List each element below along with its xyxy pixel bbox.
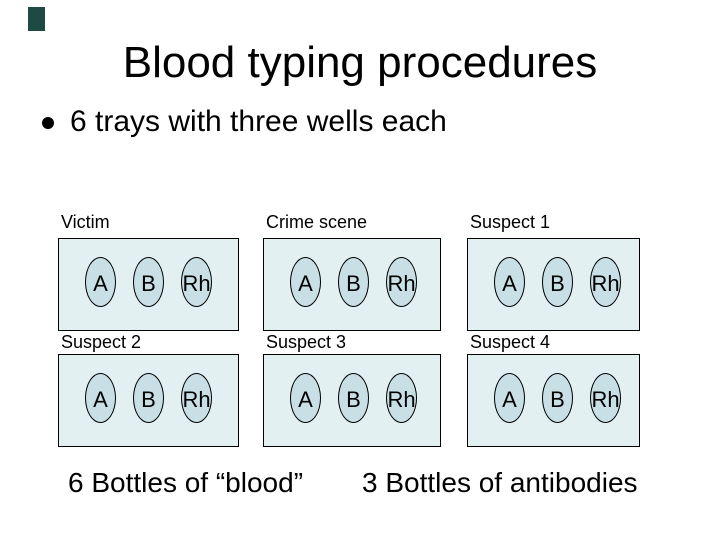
tray-box: A B Rh [58, 354, 239, 447]
slide-title: Blood typing procedures [122, 38, 598, 87]
well-rh: Rh [386, 257, 417, 307]
tray-suspect-2: Suspect 2 A B Rh [58, 332, 239, 447]
well-a: A [85, 373, 116, 423]
well-label: A [502, 270, 517, 296]
footer-bottles-of-blood: 6 Bottles of “blood” [68, 467, 304, 498]
well-label: B [141, 386, 156, 412]
bullet-text: 6 trays with three wells each [70, 105, 447, 138]
well-rh: Rh [590, 373, 621, 423]
well-label: Rh [387, 270, 416, 296]
well-label: B [550, 386, 565, 412]
tray-crime-scene: Crime scene A B Rh [263, 212, 441, 331]
well-label: Rh [182, 270, 211, 296]
well-label: A [93, 270, 108, 296]
tray-label: Suspect 3 [266, 332, 347, 352]
well-label: A [298, 386, 313, 412]
well-a: A [290, 257, 321, 307]
well-rh: Rh [386, 373, 417, 423]
well-rh: Rh [181, 257, 212, 307]
well-b: B [133, 373, 164, 423]
bullet-dot-icon [42, 117, 54, 129]
well-label: B [346, 386, 361, 412]
well-label: B [141, 270, 156, 296]
well-a: A [85, 257, 116, 307]
tray-label: Victim [61, 212, 110, 232]
well-rh: Rh [181, 373, 212, 423]
well-b: B [133, 257, 164, 307]
bullet-line: 6 trays with three wells each [42, 104, 447, 140]
tray-label: Suspect 1 [470, 212, 551, 232]
well-b: B [542, 373, 573, 423]
well-label: A [93, 386, 108, 412]
tray-victim: Victim A B Rh [58, 212, 239, 331]
tray-box: A B Rh [263, 354, 441, 447]
footer-bottles-of-antibodies: 3 Bottles of antibodies [362, 467, 638, 498]
tray-suspect-3: Suspect 3 A B Rh [263, 332, 441, 447]
well-a: A [494, 257, 525, 307]
well-b: B [338, 373, 369, 423]
well-label: Rh [387, 386, 416, 412]
well-label: Rh [182, 386, 211, 412]
tray-label: Suspect 2 [61, 332, 142, 352]
well-b: B [338, 257, 369, 307]
well-label: A [502, 386, 517, 412]
tray-suspect-1: Suspect 1 A B Rh [467, 212, 640, 331]
well-rh: Rh [590, 257, 621, 307]
well-a: A [494, 373, 525, 423]
well-label: Rh [591, 270, 620, 296]
tray-box: A B Rh [467, 354, 640, 447]
tray-box: A B Rh [263, 238, 441, 331]
tray-box: A B Rh [58, 238, 239, 331]
well-label: A [298, 270, 313, 296]
tray-label: Suspect 4 [470, 332, 551, 352]
tray-label: Crime scene [266, 212, 368, 232]
slide-accent-decoration [28, 7, 45, 31]
well-a: A [290, 373, 321, 423]
well-label: B [550, 270, 565, 296]
well-label: B [346, 270, 361, 296]
well-label: Rh [591, 386, 620, 412]
well-b: B [542, 257, 573, 307]
tray-suspect-4: Suspect 4 A B Rh [467, 332, 640, 447]
tray-box: A B Rh [467, 238, 640, 331]
